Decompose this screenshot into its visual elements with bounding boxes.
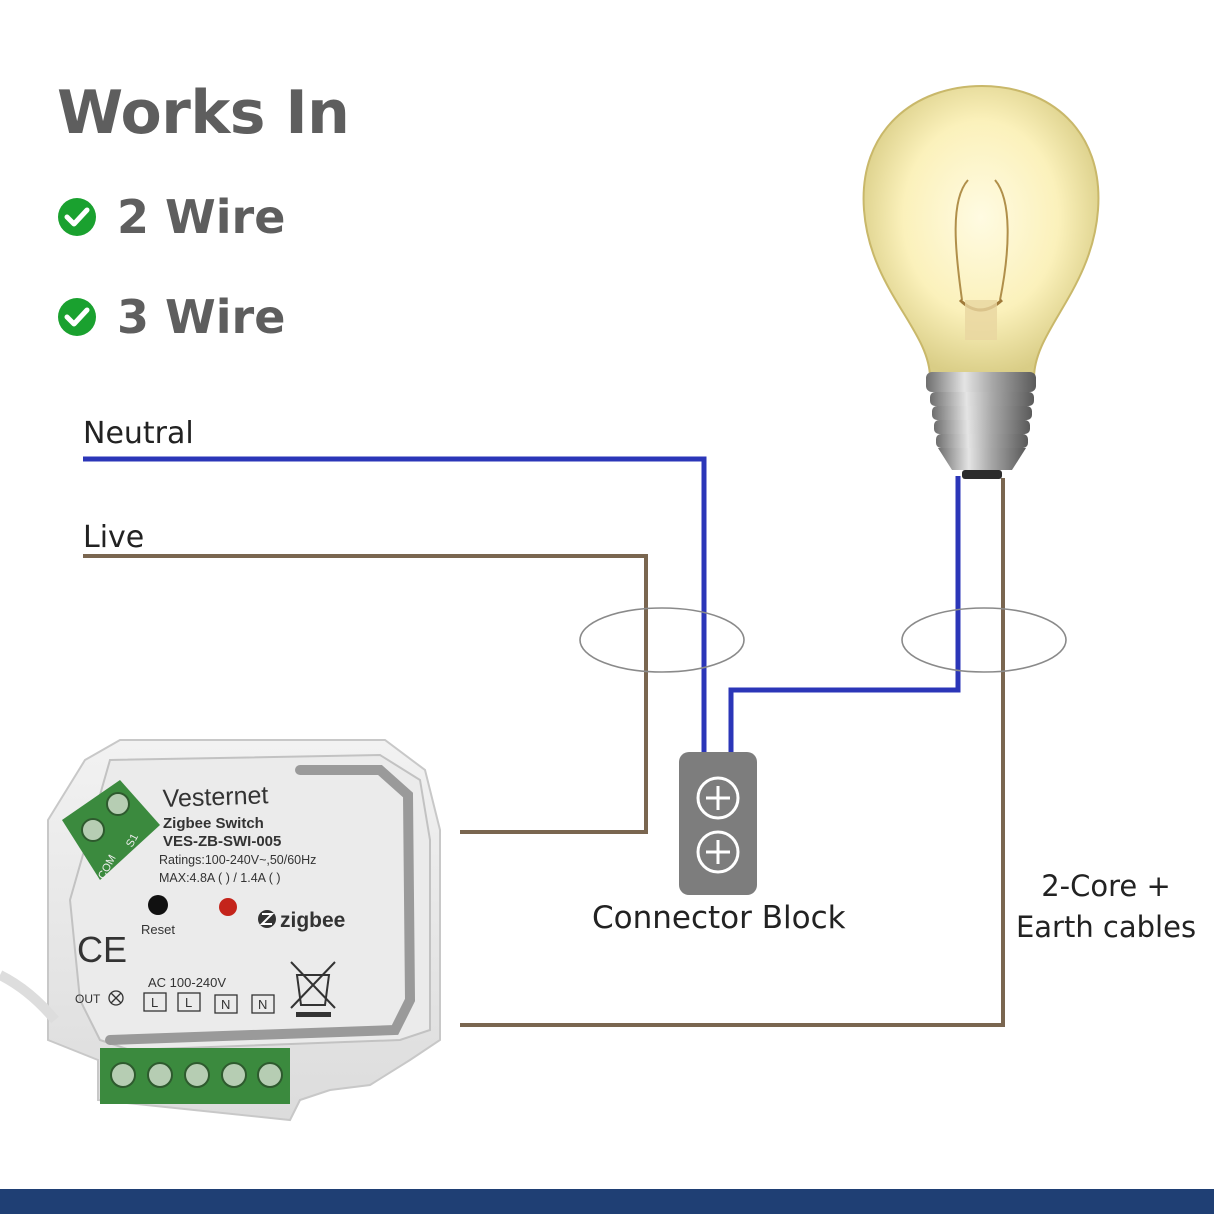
device-name: Zigbee Switch [163,815,264,832]
zigbee-switch-module: Vesternet Zigbee Switch VES-ZB-SWI-005 R… [0,739,441,1122]
cable-ring-left [579,607,745,673]
device-model: VES-ZB-SWI-005 [163,833,281,850]
check-circle-icon [58,198,96,236]
connector-block-label: Connector Block [592,900,846,936]
light-bulb-icon [862,84,1100,479]
feature-label: 2 Wire [117,190,286,244]
ce-mark: CE [77,929,127,970]
neutral-wire-lamp [728,476,961,752]
check-circle-icon [58,298,96,336]
cable-ring-right [901,607,1067,673]
neutral-label: Neutral [83,416,194,451]
terminal-label: L [151,995,158,1010]
device-max: MAX:4.8A ( ) / 1.4A ( ) [159,871,281,885]
live-wire [83,554,648,834]
cable-label-line1: 2-Core + [1041,869,1171,903]
side-terminal-label: S1 [124,832,141,850]
cable-label: 2-Core + Earth cables [1008,866,1204,948]
feature-3-wire: 3 Wire [57,290,285,344]
zigbee-label: zigbee [280,909,345,932]
feature-label: 3 Wire [117,290,286,344]
live-wire-return [460,478,1005,1027]
cable-label-line2: Earth cables [1015,910,1197,944]
zigbee-logo-icon [258,910,276,928]
weee-bin-icon [290,961,336,1017]
ac-label: AC 100-240V [148,975,226,990]
device-ratings: Ratings:100-240V~,50/60Hz [159,853,316,867]
terminal-label: N [258,997,267,1012]
out-label: OUT [75,992,101,1006]
page-heading: Works In [57,78,350,148]
feature-2-wire: 2 Wire [57,190,285,244]
footer-bar [0,1189,1214,1214]
neutral-wire [83,456,707,752]
reset-label: Reset [141,922,175,937]
device-brand: Vesternet [162,781,269,813]
connector-block [679,752,757,895]
terminal-label: N [221,997,230,1012]
live-label: Live [83,520,145,555]
status-led [219,898,237,916]
terminal-label: L [185,995,192,1010]
reset-button[interactable] [148,895,168,915]
